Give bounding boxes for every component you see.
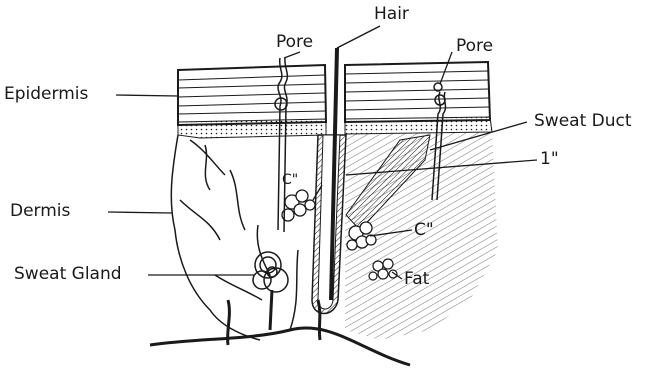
label-pore-right: Pore — [456, 38, 493, 55]
hair-follicle — [312, 135, 346, 314]
label-c-double-prime-right: C" — [414, 222, 434, 239]
label-fat: Fat — [404, 271, 429, 288]
label-sweat-duct: Sweat Duct — [534, 113, 632, 130]
dermis-left-outline — [171, 135, 270, 340]
label-dermis: Dermis — [10, 203, 70, 220]
label-epidermis: Epidermis — [4, 86, 88, 103]
label-sweat-gland: Sweat Gland — [14, 266, 122, 283]
label-pore-left: Pore — [276, 34, 313, 51]
label-c-double-prime-left: C" — [282, 173, 298, 187]
label-hair: Hair — [374, 6, 409, 23]
epidermis-right — [345, 62, 492, 134]
epidermis-left — [178, 65, 326, 138]
label-arrector-pili: 1" — [540, 151, 559, 168]
